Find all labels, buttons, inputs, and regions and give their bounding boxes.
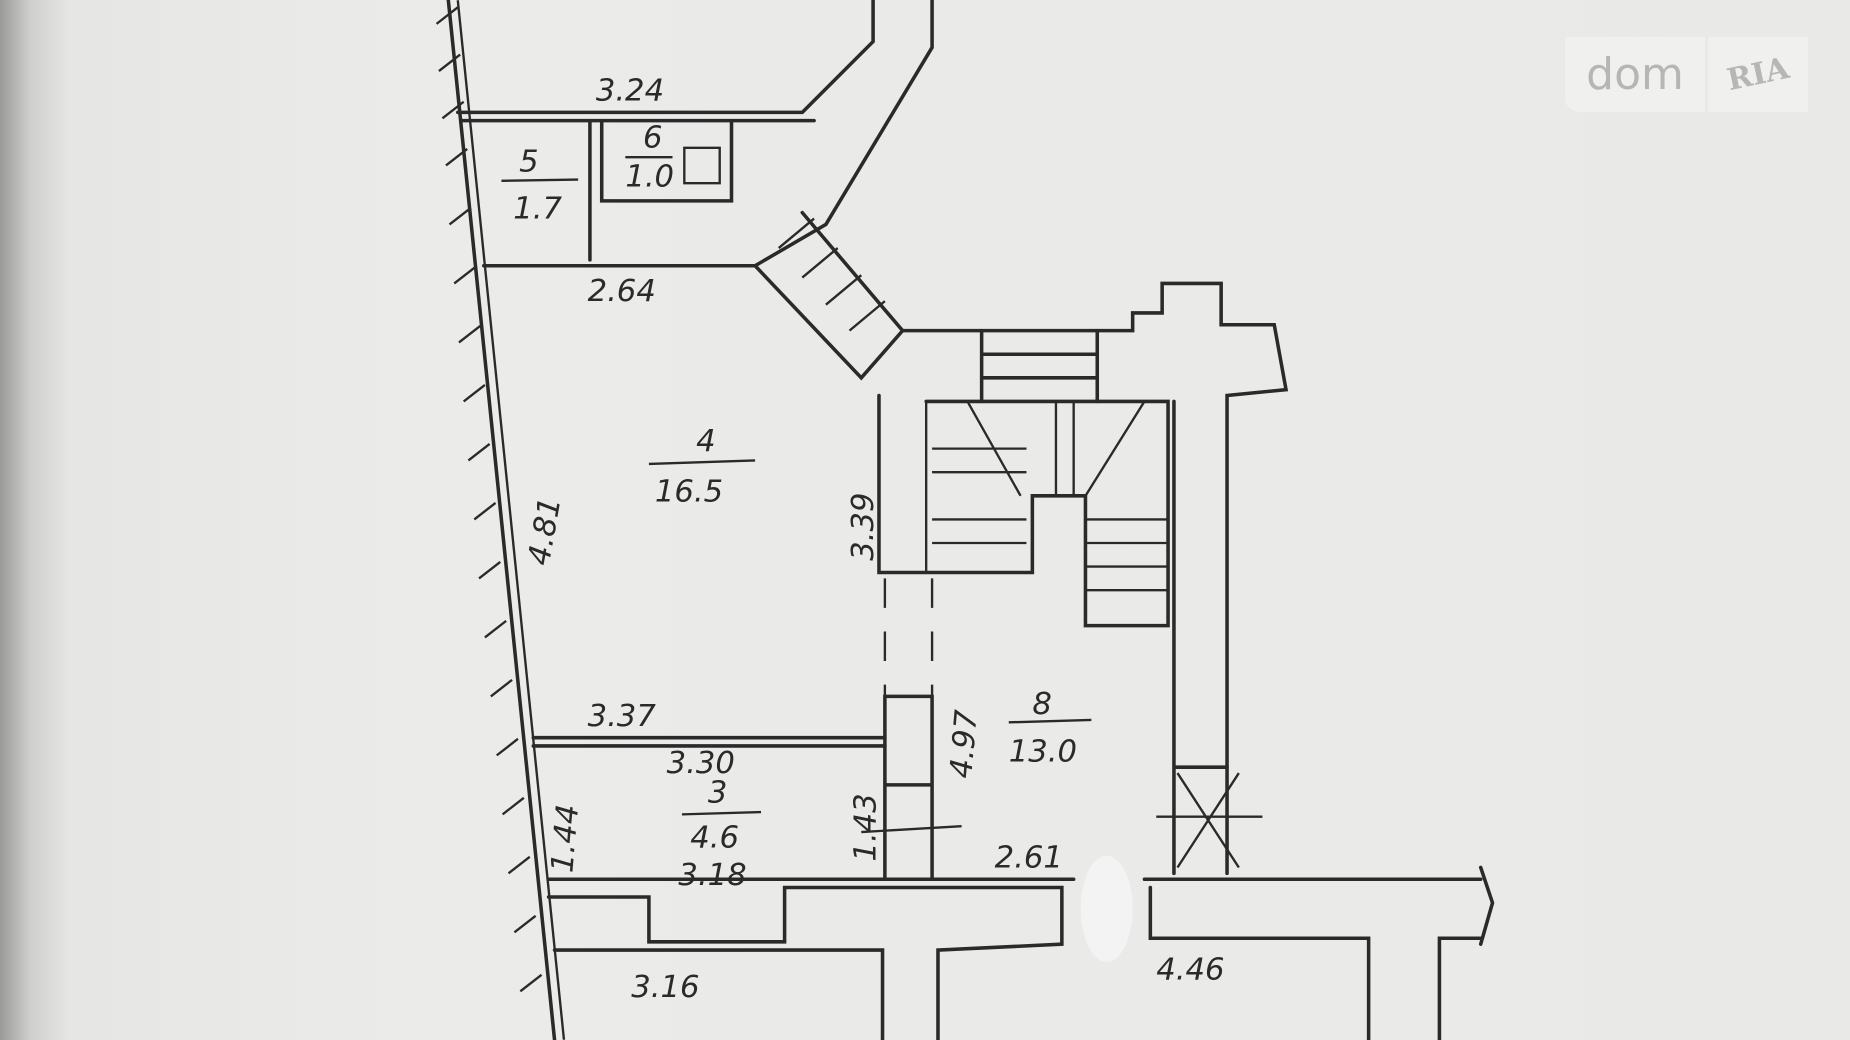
svg-text:13.0: 13.0 bbox=[1009, 734, 1077, 769]
svg-text:3.37: 3.37 bbox=[588, 699, 657, 734]
svg-text:3.39: 3.39 bbox=[846, 492, 881, 560]
svg-text:4.81: 4.81 bbox=[522, 495, 568, 568]
room-3: 34.6 bbox=[681, 776, 762, 855]
logo-dom: dom bbox=[1565, 37, 1705, 112]
svg-text:4.46: 4.46 bbox=[1156, 953, 1224, 988]
room-8: 813.0 bbox=[1008, 687, 1092, 769]
svg-text:5: 5 bbox=[519, 144, 539, 179]
svg-text:16.5: 16.5 bbox=[655, 475, 723, 510]
svg-text:2.64: 2.64 bbox=[588, 274, 656, 309]
room-6: 61.0 bbox=[625, 121, 674, 195]
svg-text:8: 8 bbox=[1032, 687, 1052, 722]
domria-watermark-logo: dom RIA bbox=[1565, 37, 1809, 112]
svg-text:3.18: 3.18 bbox=[678, 858, 746, 893]
logo-ria: RIA bbox=[1708, 37, 1808, 112]
svg-text:1.7: 1.7 bbox=[513, 192, 562, 227]
logo-ria-text: RIA bbox=[1723, 50, 1793, 99]
room-labels: 416.5 51.7 61.0 34.6 813.0 bbox=[501, 121, 1092, 855]
svg-text:4: 4 bbox=[696, 424, 716, 459]
svg-text:1.44: 1.44 bbox=[545, 803, 586, 874]
svg-text:3.16: 3.16 bbox=[631, 970, 699, 1005]
svg-text:4.6: 4.6 bbox=[690, 820, 739, 855]
svg-text:6: 6 bbox=[643, 121, 663, 156]
room-5: 51.7 bbox=[501, 144, 579, 227]
smudge bbox=[1080, 855, 1133, 962]
svg-text:1.0: 1.0 bbox=[625, 160, 674, 195]
room-4: 416.5 bbox=[648, 424, 756, 510]
svg-text:3.24: 3.24 bbox=[596, 74, 664, 109]
svg-text:3: 3 bbox=[708, 776, 728, 811]
interior-walls bbox=[456, 0, 1495, 1040]
svg-text:2.61: 2.61 bbox=[995, 840, 1063, 875]
dimension-labels: 3.24 2.64 4.81 3.39 3.37 3.30 1.44 1.43 … bbox=[522, 74, 1224, 1006]
exterior-wall bbox=[435, 0, 566, 1040]
svg-text:1.43: 1.43 bbox=[848, 793, 883, 861]
svg-text:4.97: 4.97 bbox=[944, 708, 985, 780]
svg-text:3.30: 3.30 bbox=[667, 746, 735, 781]
